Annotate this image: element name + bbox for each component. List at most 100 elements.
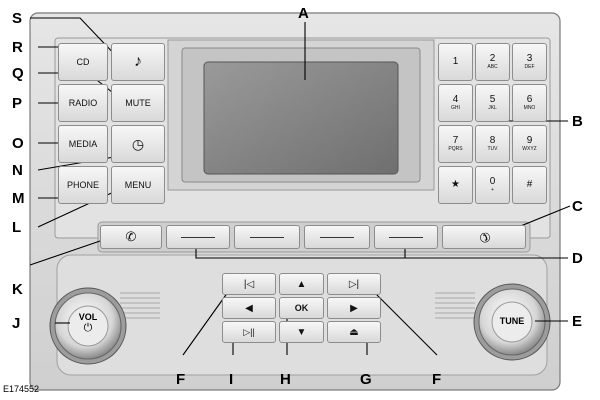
arrow-down-icon: ▼	[296, 326, 307, 338]
keypad-digit: 2	[489, 53, 496, 64]
keypad-letters: +	[491, 187, 494, 193]
clock-button[interactable]: ◷	[111, 125, 165, 163]
right-grille	[435, 292, 475, 319]
keypad-digit: 7	[452, 135, 459, 146]
keypad-letters: ABC	[487, 64, 498, 70]
soft-key-line	[181, 236, 215, 238]
keypad-key[interactable]: 0+	[475, 166, 510, 204]
power-icon: ⏻	[83, 322, 93, 334]
callout-i: I	[229, 371, 234, 388]
callout-j: J	[12, 315, 21, 332]
keypad-digit: 0	[489, 176, 496, 187]
volume-knob[interactable]	[49, 287, 127, 365]
soft-key-3[interactable]	[304, 225, 370, 249]
soft-key-4[interactable]	[374, 225, 438, 249]
callout-e: E	[572, 313, 583, 330]
menu-button[interactable]: MENU	[111, 166, 165, 204]
tune-label: TUNE	[499, 316, 525, 326]
keypad-digit: #	[526, 179, 533, 190]
seek-forward-button[interactable]: ▷|	[327, 273, 381, 295]
cd-button[interactable]: CD	[58, 43, 108, 81]
clock-icon: ◷	[131, 135, 145, 152]
callout-m: M	[12, 190, 25, 207]
phone-button[interactable]: PHONE	[58, 166, 108, 204]
keypad-digit: ★	[451, 179, 460, 190]
arrow-right-icon: ▶	[350, 302, 358, 314]
callout-b: B	[572, 113, 583, 130]
display-screen	[203, 61, 399, 175]
callout-o: O	[12, 135, 24, 152]
up-arrow-button[interactable]: ▲	[279, 273, 324, 295]
tune-knob[interactable]	[473, 283, 551, 361]
phone-end-icon: ✆	[475, 228, 494, 247]
right-arrow-button[interactable]: ▶	[327, 297, 381, 319]
keypad-key[interactable]: #	[512, 166, 547, 204]
callout-p: P	[12, 95, 23, 112]
callout-c: C	[572, 198, 583, 215]
media-button[interactable]: MEDIA	[58, 125, 108, 163]
keypad-digit: 3	[526, 53, 533, 64]
keypad-letters: WXYZ	[522, 146, 537, 152]
seek-back-button[interactable]: |◁	[222, 273, 276, 295]
callout-f-left: F	[176, 371, 186, 388]
phone-accept-button[interactable]: ✆	[100, 225, 162, 249]
down-arrow-button[interactable]: ▼	[279, 321, 324, 343]
keypad-digit: 1	[452, 56, 459, 67]
callout-s: S	[12, 10, 23, 27]
vol-label: VOL	[78, 312, 98, 322]
keypad-letters: GHI	[451, 105, 460, 111]
callout-r: R	[12, 39, 23, 56]
keypad-digit: 8	[489, 135, 496, 146]
keypad-letters: DEF	[524, 64, 535, 70]
eject-icon: ⏏	[349, 326, 359, 338]
soft-key-2[interactable]	[234, 225, 300, 249]
play-pause-icon: ▷||	[243, 326, 255, 337]
left-grille	[120, 292, 160, 319]
callout-d: D	[572, 250, 583, 267]
skip-forward-icon: ▷|	[348, 278, 360, 290]
keypad-digit: 4	[452, 94, 459, 105]
callout-l: L	[12, 219, 22, 236]
keypad-key[interactable]: ★	[438, 166, 473, 204]
callout-q: Q	[12, 65, 24, 82]
music-button[interactable]: ♪	[111, 43, 165, 81]
keypad-digit: 5	[489, 94, 496, 105]
phone-end-button[interactable]: ✆	[442, 225, 526, 249]
ok-button[interactable]: OK	[279, 297, 324, 319]
soft-key-line	[389, 236, 423, 238]
callout-k: K	[12, 281, 23, 298]
music-note-icon: ♪	[134, 53, 142, 70]
keypad-letters: MNO	[523, 105, 536, 111]
soft-key-line	[320, 236, 354, 238]
mute-button[interactable]: MUTE	[111, 84, 165, 122]
keypad-digit: 9	[526, 135, 533, 146]
radio-button[interactable]: RADIO	[58, 84, 108, 122]
callout-f-right: F	[432, 371, 442, 388]
callout-h: H	[280, 371, 291, 388]
figure-id: E174552	[3, 384, 40, 394]
callout-a: A	[298, 5, 309, 22]
play-pause-button[interactable]: ▷||	[222, 321, 276, 343]
keypad-letters: TUV	[487, 146, 498, 152]
arrow-up-icon: ▲	[296, 278, 307, 290]
callout-n: N	[12, 162, 23, 179]
left-arrow-button[interactable]: ◀	[222, 297, 276, 319]
keypad-key[interactable]: 1	[438, 43, 473, 81]
eject-button[interactable]: ⏏	[327, 321, 381, 343]
keypad-letters: PQRS	[448, 146, 463, 152]
soft-key-1[interactable]	[166, 225, 230, 249]
callout-g: G	[360, 371, 372, 388]
skip-back-icon: |◁	[243, 278, 255, 290]
phone-accept-icon: ✆	[125, 229, 137, 244]
soft-key-line	[250, 236, 284, 238]
keypad-digit: 6	[526, 94, 533, 105]
keypad-letters: JKL	[488, 105, 497, 111]
